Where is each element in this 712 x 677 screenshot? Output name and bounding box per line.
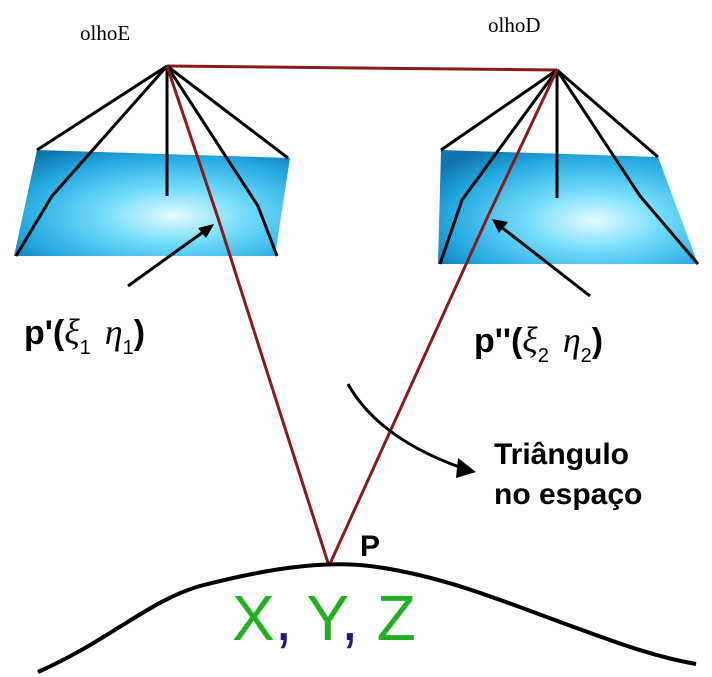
ground-point-label: P [360,530,380,563]
coord-x: X [232,582,275,654]
right-point-suffix: ) [592,322,603,360]
left-frustum [14,64,289,257]
right-ray [327,69,559,567]
right-pointer-arrow [492,219,591,298]
left-point-prefix: p'( [24,314,65,352]
left-image-plane [14,150,290,256]
right-point-prefix: p''( [474,322,523,360]
right-frustum [438,68,700,265]
left-point-suffix: ) [134,314,145,352]
right-eta-subscript: 2 [581,345,592,367]
triangle-label-line1: Triângulo [494,438,629,471]
right-image-plane [438,150,698,264]
left-ray [165,65,331,567]
left-eye-label: olhoE [80,21,130,45]
eye-baseline [166,64,558,72]
coord-z: Z [377,582,416,654]
left-eta-subscript: 1 [123,337,134,359]
left-xi-subscript: 1 [80,337,91,359]
terrain-surface-curve [37,562,697,674]
coord-sep-1: , [275,582,293,654]
right-xi: ξ [522,320,538,360]
ground-coordinates: X,Y,Z [232,582,416,654]
triangle-curved-arrow [346,383,476,478]
right-xi-subscript: 2 [538,345,549,367]
coord-sep-2: , [341,582,359,654]
triangle-label-line2: no espaço [494,478,642,511]
left-xi: ξ [64,312,80,352]
left-pointer-arrow [127,224,214,288]
left-eta: η [105,312,123,352]
right-eta: η [563,320,581,360]
right-eye-label: olhoD [488,13,541,37]
